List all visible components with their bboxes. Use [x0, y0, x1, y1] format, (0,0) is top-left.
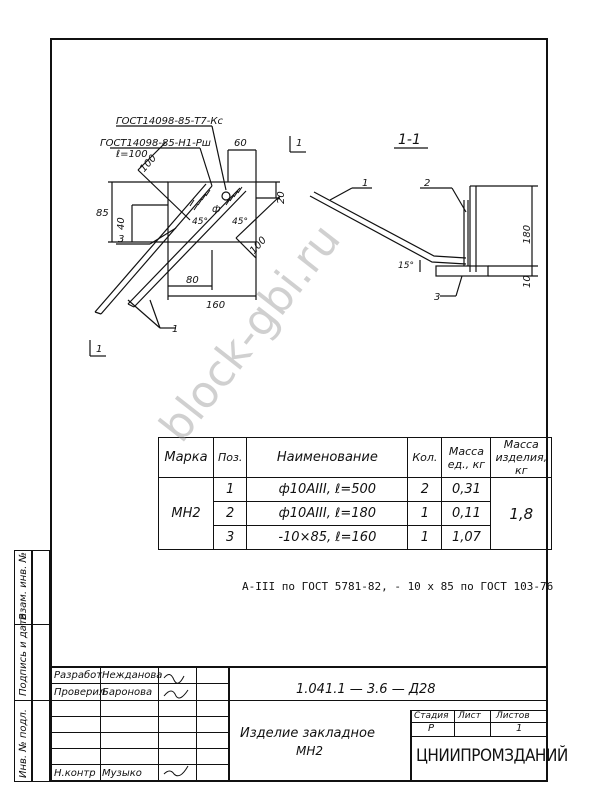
callout-gost-top: ГОСТ14098-85-Т7-Кс	[116, 116, 223, 127]
dim-45-left: 45°	[192, 217, 208, 227]
stage-value: Р	[428, 723, 435, 734]
sidebar-stamps: Взам. инв. № Подпись и дата Инв. № подл.	[14, 550, 50, 782]
cell-mark: МН2	[158, 477, 214, 550]
cell-pos: 2	[212, 501, 248, 526]
dim-phi: ф	[212, 204, 221, 215]
cell-name: ф10АIII, ℓ=180	[246, 501, 409, 526]
callout-l100: ℓ=100	[116, 149, 148, 160]
specification-table: Марка Поз. Наименование Кол. Масса ед., …	[158, 437, 553, 550]
plate-outline	[167, 181, 257, 243]
doc-title-line2: МН2	[296, 744, 324, 758]
sheets-value: 1	[516, 723, 523, 734]
callout-gost-second: ГОСТ14098-85-Н1-Рш	[100, 138, 211, 149]
nkontr-label: Н.контр	[54, 768, 96, 779]
dim-100-right: 100	[248, 235, 269, 257]
cell-name: -10×85, ℓ=160	[246, 525, 409, 550]
sec-label-2: 2	[424, 178, 430, 189]
dim-80: 80	[186, 275, 199, 286]
drawing-frame	[50, 38, 548, 782]
razrab-label: Разработ	[54, 670, 103, 681]
cell-pos: 1	[212, 477, 248, 502]
section-title: 1-1	[398, 132, 421, 148]
document-code: 1.041.1 — 3.6 — Д28	[296, 682, 436, 697]
header-mass-unit: Масса ед., кг	[441, 437, 492, 478]
signatures	[163, 674, 189, 777]
doc-title-line1: Изделие закладное	[240, 726, 375, 741]
dim-45-right: 45°	[232, 217, 248, 227]
header-pos: Поз.	[212, 437, 248, 478]
sheets-header: Листов	[496, 711, 530, 721]
sec-dim-15: 15°	[398, 261, 414, 271]
dim-20: 20	[276, 191, 287, 204]
prover-name: Баронова	[102, 687, 153, 698]
material-note: А-III по ГОСТ 5781-82, - 10 х 85 по ГОСТ…	[242, 580, 554, 593]
cell-mass: 0,31	[441, 477, 492, 502]
section-mark-right-num: 1	[296, 138, 302, 149]
header-name: Наименование	[246, 437, 409, 478]
dim-85: 85	[96, 208, 109, 219]
sidebar-podpis: Подпись и дата	[18, 613, 29, 696]
sheet-header: Лист	[458, 711, 481, 721]
sec-dim-10: 10	[522, 275, 533, 288]
header-mass-item: Масса изделия, кг	[490, 437, 553, 478]
cell-name: ф10АIII, ℓ=500	[246, 477, 409, 502]
cell-qty: 1	[407, 501, 443, 526]
razrab-name: Нежданова	[102, 670, 163, 681]
dim-40: 40	[116, 217, 127, 230]
dim-60: 60	[234, 138, 247, 149]
header-qty: Кол.	[407, 437, 443, 478]
dim-160: 160	[206, 300, 225, 311]
sidebar-inv: Инв. № подл.	[18, 709, 29, 778]
cell-qty: 1	[407, 525, 443, 550]
prover-label: Проверил	[54, 687, 106, 698]
technical-drawing: ГОСТ14098-85-Т7-Кс ГОСТ14098-85-Н1-Рш ℓ=…	[89, 116, 538, 357]
cell-mass: 0,11	[441, 501, 492, 526]
cell-qty: 2	[407, 477, 443, 502]
section-mark-left-num: 1	[96, 344, 102, 355]
nkontr-name: Музыко	[102, 768, 142, 779]
sec-label-3: 3	[434, 292, 440, 303]
title-block: Разработ Нежданова Проверил Баронова Н.к…	[50, 666, 568, 782]
label-1-bottom: 1	[172, 324, 178, 335]
label-3-left: 3	[118, 234, 124, 245]
sidebar-vzam: Взам. инв. №	[18, 552, 29, 620]
cell-mass: 1,07	[441, 525, 492, 550]
organization-name: ЦНИИПРОМЗДАНИЙ	[416, 746, 568, 766]
sec-label-1: 1	[362, 178, 368, 189]
stage-header: Стадия	[414, 711, 449, 721]
cell-pos: 3	[212, 525, 248, 550]
cell-total-mass: 1,8	[490, 477, 553, 550]
header-mark: Марка	[158, 437, 214, 478]
sec-dim-180: 180	[522, 225, 533, 244]
